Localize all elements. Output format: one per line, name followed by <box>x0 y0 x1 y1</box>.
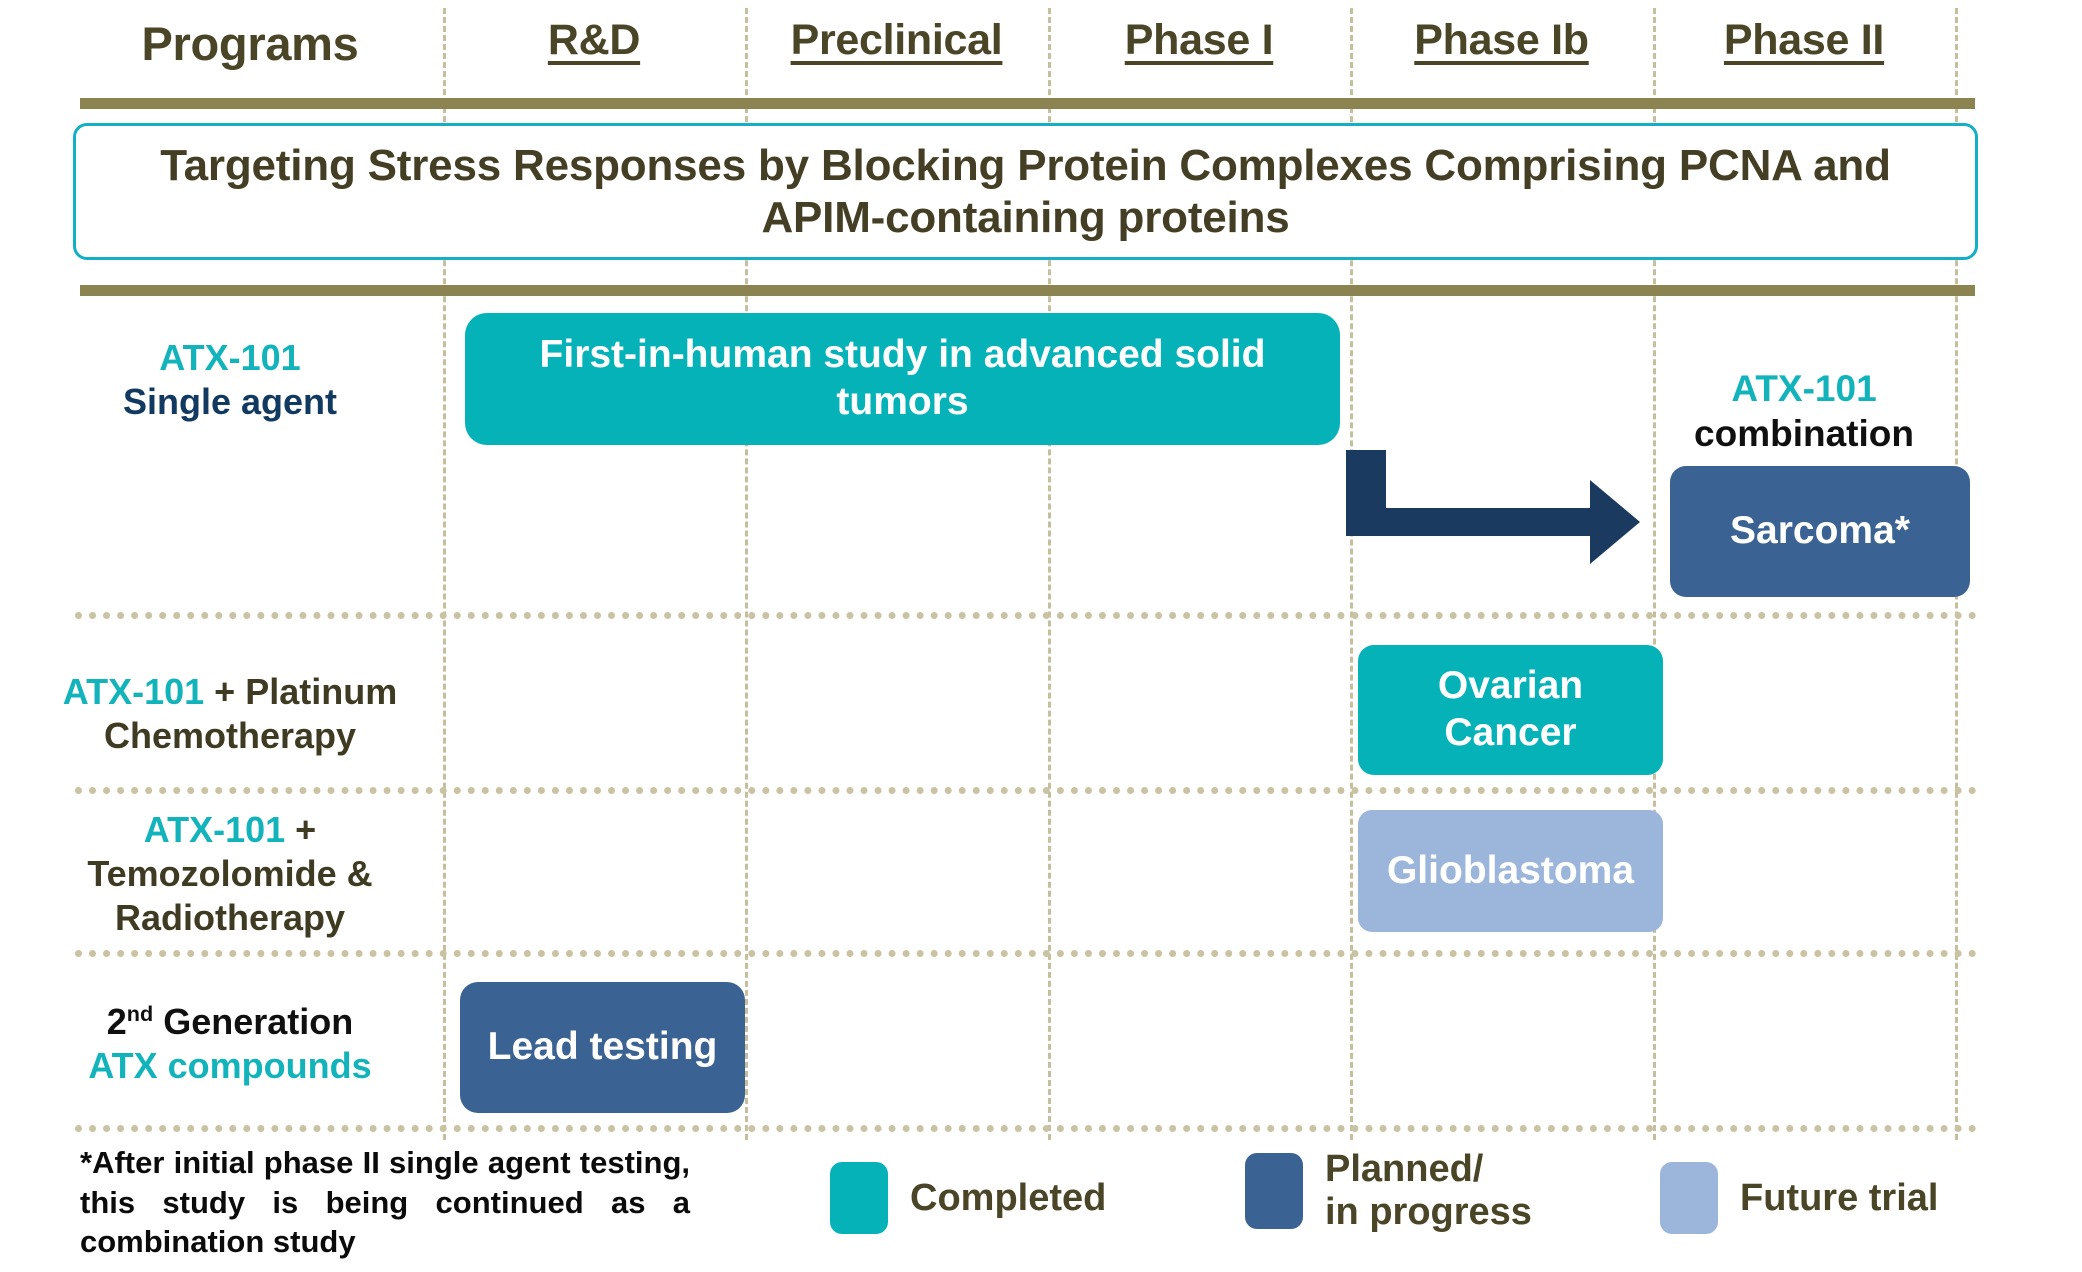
program-label-row-3-line-4: Radiotherapy <box>114 896 346 938</box>
legend-swatch-completed <box>830 1162 888 1234</box>
column-header-programs: Programs <box>141 17 359 70</box>
legend-swatch-planned <box>1245 1152 1303 1229</box>
callout-label-line-1: ATX-101 <box>1731 368 1877 409</box>
progression-arrow-icon <box>1346 450 1640 564</box>
legend-label-completed: Completed <box>910 1176 1107 1219</box>
row-separator-4 <box>75 1125 1977 1132</box>
column-header-phase-1: Phase I <box>1124 16 1274 64</box>
column-header-preclinical: Preclinical <box>790 16 1003 64</box>
pipeline-title-text: Targeting Stress Responses by Blocking P… <box>160 140 1891 242</box>
program-label-row-2-line-1: ATX-101 <box>62 671 205 712</box>
column-divider-4 <box>1350 8 1353 1140</box>
legend-item-completed: Completed <box>830 1162 1106 1234</box>
column-header-rd: R&D <box>547 16 641 64</box>
program-label-row-4-ordinal-suffix: nd <box>126 1001 154 1026</box>
program-label-row-3: ATX-101 + Temozolomide & Radiotherapy <box>20 808 440 940</box>
trial-box-lead-testing[interactable]: Lead testing <box>460 982 745 1113</box>
program-label-row-3-line-3: Temozolomide & <box>87 852 373 894</box>
column-divider-1 <box>443 8 446 1140</box>
phase-header-row: Programs R&D Preclinical Phase I Phase I… <box>0 0 2082 95</box>
header-rule-bottom <box>80 285 1975 296</box>
legend-label-future: Future trial <box>1740 1176 1939 1219</box>
program-label-row-1-line-2: Single agent <box>122 380 338 422</box>
program-label-row-4-line-1: 2nd Generation <box>107 1001 353 1042</box>
row-separator-3 <box>75 950 1977 957</box>
program-label-row-1: ATX-101 Single agent <box>20 336 440 424</box>
legend-item-planned: Planned/ in progress <box>1245 1148 1532 1233</box>
column-header-phase-2: Phase II <box>1723 16 1885 64</box>
trial-box-ovarian-cancer[interactable]: Ovarian Cancer <box>1358 645 1663 775</box>
trial-box-sarcoma-label: Sarcoma* <box>1730 509 1910 553</box>
header-rule-top <box>80 98 1975 109</box>
callout-label-line-2: combination <box>1694 413 1914 455</box>
legend-label-planned: Planned/ in progress <box>1325 1148 1532 1233</box>
program-label-row-2-line-2: + Platinum <box>204 671 398 712</box>
program-label-row-4-ordinal: 2 <box>106 1001 127 1042</box>
trial-bar-first-in-human-label: First-in-human study in advanced solid t… <box>539 333 1266 423</box>
legend-item-future: Future trial <box>1660 1162 1938 1234</box>
program-label-row-4: 2nd Generation ATX compounds <box>20 1000 440 1088</box>
row-separator-2 <box>75 787 1977 794</box>
row-separator-1 <box>75 612 1977 619</box>
trial-bar-first-in-human[interactable]: First-in-human study in advanced solid t… <box>465 313 1340 445</box>
program-label-row-2-line-3: Chemotherapy <box>103 714 357 756</box>
legend-swatch-future <box>1660 1162 1718 1234</box>
program-label-row-4-line-3: ATX compounds <box>88 1044 372 1086</box>
pipeline-title-banner: Targeting Stress Responses by Blocking P… <box>73 123 1978 260</box>
program-label-row-2: ATX-101 + Platinum Chemotherapy <box>20 670 440 758</box>
footnote-text: *After initial phase II single agent tes… <box>80 1145 690 1260</box>
program-label-row-1-line-1: ATX-101 <box>159 337 301 378</box>
trial-box-ovarian-cancer-label: Ovarian Cancer <box>1437 664 1584 754</box>
legend: Completed Planned/ in progress Future tr… <box>830 1148 2060 1248</box>
column-header-phase-1b: Phase Ib <box>1414 16 1589 64</box>
column-divider-2 <box>745 8 748 1140</box>
callout-label-atx-combination: ATX-101 combination <box>1653 366 1955 456</box>
column-divider-3 <box>1048 8 1051 1140</box>
program-label-row-3-line-2: + <box>285 809 317 850</box>
program-label-row-4-generation: Generation <box>153 1001 354 1042</box>
trial-box-lead-testing-label: Lead testing <box>487 1025 718 1069</box>
trial-box-glioblastoma-label: Glioblastoma <box>1386 848 1635 892</box>
trial-box-sarcoma[interactable]: Sarcoma* <box>1670 466 1970 597</box>
column-divider-5 <box>1653 8 1656 1140</box>
program-label-row-3-line-1: ATX-101 <box>143 809 286 850</box>
trial-box-glioblastoma[interactable]: Glioblastoma <box>1358 810 1663 932</box>
